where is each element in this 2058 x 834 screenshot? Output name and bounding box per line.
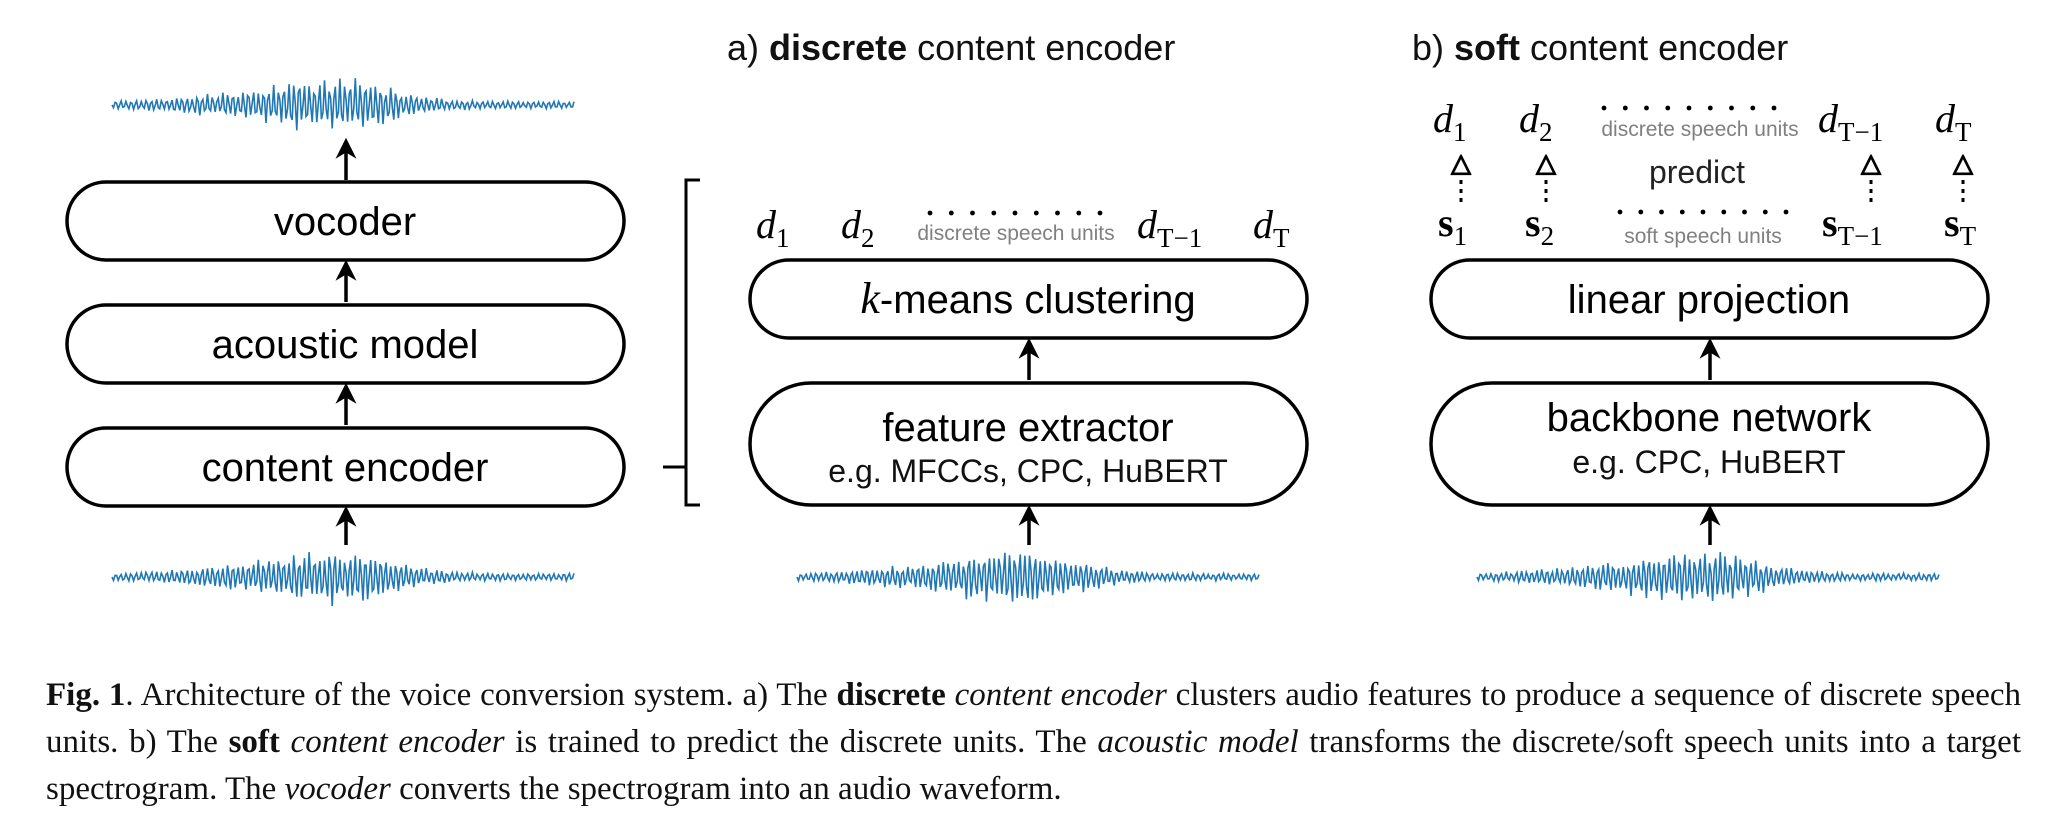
waveform-input-b xyxy=(1476,551,1940,601)
soft-units-label: soft speech units xyxy=(1624,225,1782,248)
discrete-units-label: discrete speech units xyxy=(917,222,1114,245)
panel-a-title: a) discrete content encoder xyxy=(727,27,1175,68)
panel-b-title: b) soft content encoder xyxy=(1412,27,1788,68)
waveform-input-a xyxy=(796,552,1260,602)
ellipsis-dot xyxy=(1771,105,1777,111)
target-dots xyxy=(1601,105,1777,111)
ellipsis-dot xyxy=(1686,105,1692,111)
ellipsis-dot xyxy=(1729,105,1734,111)
ellipsis-dot xyxy=(948,210,954,216)
ellipsis-dot xyxy=(1622,105,1628,111)
ellipsis-dot xyxy=(1742,209,1747,215)
zoom-bracket xyxy=(663,178,700,507)
linear-projection-box: linear projection xyxy=(1429,258,1990,340)
waveform-trace xyxy=(111,552,575,607)
ellipsis-dot xyxy=(1707,105,1713,111)
waveform-output xyxy=(111,78,575,131)
unit-d1: d1 xyxy=(756,202,790,253)
target-d1: d1 xyxy=(1433,96,1467,147)
ellipsis-dot xyxy=(1721,209,1727,215)
ellipsis-dot xyxy=(1644,105,1649,111)
ellipsis-dot xyxy=(1012,210,1018,216)
target-dT-1: dT−1 xyxy=(1818,96,1883,147)
ellipsis-dot xyxy=(1750,105,1756,111)
soft-units-row: s1 s2 soft speech units sT−1 sT xyxy=(1438,200,1977,251)
ellipsis-dot xyxy=(1783,209,1789,215)
unit-d2: d2 xyxy=(841,202,875,253)
ellipsis-dot xyxy=(1665,105,1671,111)
waveform-trace xyxy=(1476,551,1940,601)
ellipsis-dot xyxy=(1679,209,1685,215)
content-encoder-label: content encoder xyxy=(202,446,489,490)
linear-projection-label: linear projection xyxy=(1568,278,1850,322)
feature-extractor-box: feature extractor e.g. MFCCs, CPC, HuBER… xyxy=(748,381,1309,507)
vocoder-label: vocoder xyxy=(274,200,416,244)
soft-s2: s2 xyxy=(1525,200,1554,251)
backbone-label: backbone network xyxy=(1547,396,1873,440)
ellipsis-dot xyxy=(1659,209,1664,215)
target-dT: dT xyxy=(1935,96,1972,147)
content-encoder-box: content encoder xyxy=(65,426,626,508)
ellipsis-dot xyxy=(1700,209,1706,215)
ellipsis-dot xyxy=(1076,210,1082,216)
ellipsis-dot xyxy=(1762,209,1768,215)
ellipsis-dot xyxy=(1055,210,1060,216)
vocoder-box: vocoder xyxy=(65,180,626,262)
waveform-input xyxy=(111,552,575,607)
ellipsis-dot xyxy=(991,210,997,216)
ellipsis-dot xyxy=(1617,209,1623,215)
target-units-label: discrete speech units xyxy=(1601,118,1798,141)
units-dots xyxy=(927,210,1103,216)
feature-extractor-examples: e.g. MFCCs, CPC, HuBERT xyxy=(828,453,1227,489)
ellipsis-dot xyxy=(1097,210,1103,216)
kmeans-label: k-means clustering xyxy=(860,274,1195,323)
ellipsis-dot xyxy=(970,210,975,216)
acoustic-model-label: acoustic model xyxy=(212,323,479,367)
ellipsis-dot xyxy=(1033,210,1039,216)
ellipsis-dot xyxy=(1601,105,1607,111)
unit-dT-1: dT−1 xyxy=(1137,202,1202,253)
target-d2: d2 xyxy=(1519,96,1553,147)
backbone-box: backbone network e.g. CPC, HuBERT xyxy=(1429,381,1990,507)
unit-dT: dT xyxy=(1253,202,1290,253)
ellipsis-dot xyxy=(927,210,933,216)
acoustic-model-box: acoustic model xyxy=(65,303,626,385)
soft-sT-1: sT−1 xyxy=(1822,200,1883,251)
predict-label: predict xyxy=(1649,154,1745,190)
feature-extractor-label: feature extractor xyxy=(882,406,1173,450)
soft-dots xyxy=(1617,209,1789,215)
ellipsis-dot xyxy=(1638,209,1644,215)
caption-fig-label: Fig. 1 xyxy=(46,677,126,713)
waveform-trace xyxy=(111,78,575,131)
kmeans-box: k-means clustering xyxy=(748,258,1309,340)
discrete-units-row: d1 d2 discrete speech units dT−1 dT xyxy=(756,202,1290,253)
figure-caption: Fig. 1. Architecture of the voice conver… xyxy=(46,677,2022,807)
target-units-row: d1 d2 discrete speech units dT−1 dT xyxy=(1433,96,1972,147)
waveform-trace xyxy=(796,552,1260,602)
predict-arrows: predict xyxy=(1461,154,1963,202)
backbone-examples: e.g. CPC, HuBERT xyxy=(1572,444,1845,480)
soft-sT: sT xyxy=(1944,200,1977,251)
soft-s1: s1 xyxy=(1438,200,1467,251)
